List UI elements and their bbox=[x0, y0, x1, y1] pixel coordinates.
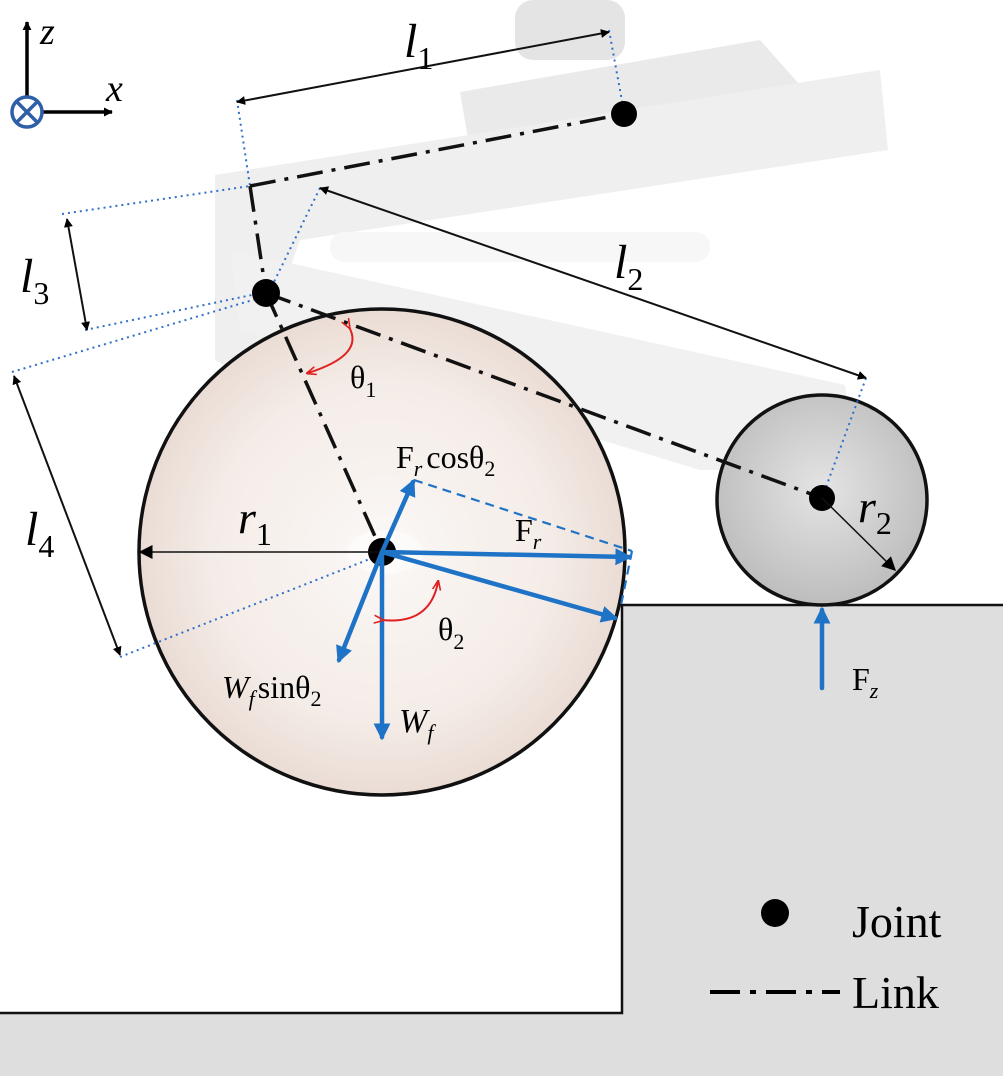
step-block bbox=[622, 605, 1003, 1015]
theta1-label: θ1 bbox=[350, 359, 376, 402]
link-upper bbox=[249, 112, 625, 188]
spring-coil bbox=[515, 0, 625, 60]
l3-label: l3 bbox=[20, 250, 49, 311]
force-construction bbox=[413, 478, 634, 611]
r2-label: r2 bbox=[858, 481, 892, 541]
theta2-arc bbox=[382, 582, 438, 621]
l1-arrow bbox=[236, 29, 610, 105]
Fr-vector bbox=[379, 548, 633, 566]
theta1-arc bbox=[308, 327, 354, 373]
l3-arrow bbox=[64, 218, 90, 331]
y-into-page-icon bbox=[10, 95, 44, 129]
angle-arcs bbox=[308, 327, 438, 621]
upper-arm-body bbox=[215, 70, 888, 380]
legend-joint-marker bbox=[761, 899, 789, 927]
coordinate-frame: z x bbox=[10, 11, 123, 129]
dimension-guides bbox=[11, 29, 867, 658]
z-axis-label: z bbox=[39, 11, 55, 53]
joint-pivot bbox=[252, 279, 280, 307]
Fr-cos-vector bbox=[379, 478, 416, 555]
l4-arrow bbox=[12, 375, 122, 656]
legend-link-label: Link bbox=[852, 967, 939, 1018]
dimension-arrows bbox=[12, 29, 896, 656]
Wf-label: Wf bbox=[399, 703, 436, 745]
Fr-label: Fr bbox=[515, 512, 542, 554]
joint-spring bbox=[611, 101, 637, 127]
l1-label: l1 bbox=[404, 15, 433, 76]
lower-ground bbox=[0, 1013, 1003, 1076]
dimension-labels: l1 l2 l3 l4 r1 r2 bbox=[20, 15, 892, 564]
l2-arrow bbox=[319, 186, 867, 380]
Fz-label: Fz bbox=[852, 661, 879, 703]
Wf-sin-label: Wfsinθ2 bbox=[222, 669, 321, 711]
r1-label: r1 bbox=[238, 492, 272, 552]
Wf-sin-vector bbox=[336, 549, 385, 664]
x-axis-label: x bbox=[105, 68, 123, 110]
link-vertical bbox=[248, 185, 268, 294]
l2-label: l2 bbox=[614, 236, 643, 297]
Fr-diagonal-vector bbox=[379, 549, 619, 623]
theta2-label: θ2 bbox=[438, 611, 464, 654]
legend-joint-label: Joint bbox=[852, 896, 942, 947]
legend: Joint Link bbox=[710, 896, 942, 1018]
r2-arrow bbox=[821, 497, 896, 571]
angle-labels: θ1 θ2 bbox=[350, 359, 464, 654]
l4-label: l4 bbox=[25, 503, 54, 564]
ground bbox=[0, 603, 1003, 1076]
